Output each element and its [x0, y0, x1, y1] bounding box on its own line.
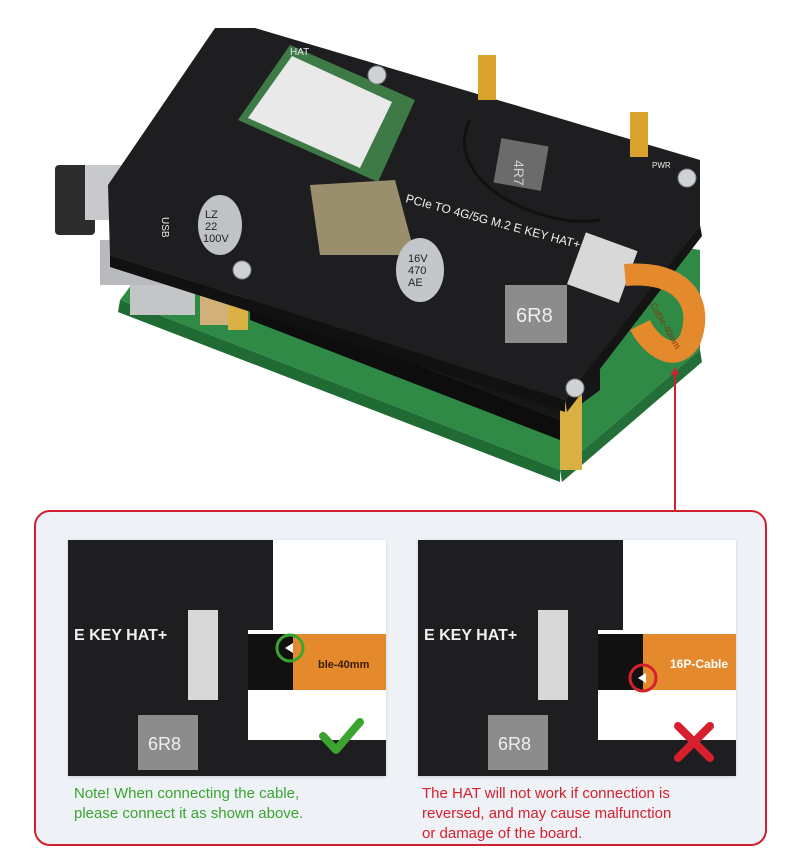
board-label: E KEY HAT+ [424, 627, 517, 644]
silk-pwr: PWR [652, 161, 671, 170]
note-line: reversed, and may cause malfunction [422, 805, 672, 822]
cap-label: LZ [205, 209, 218, 221]
board-label: E KEY HAT+ [74, 627, 167, 644]
cable-stiffener [248, 634, 293, 690]
cross-icon [674, 722, 714, 762]
warning-callout: E KEY HAT+ 6R8 ble-40mm E KEY HAT+ 6R8 1… [34, 510, 767, 846]
inductor-label: 6R8 [516, 305, 553, 327]
inductor-label: 6R8 [148, 734, 181, 754]
note-line: please connect it as shown above. [74, 805, 304, 822]
orientation-marker [628, 663, 658, 693]
correct-connection-panel: E KEY HAT+ 6R8 ble-40mm [68, 540, 386, 776]
silk-hat: HAT [290, 47, 309, 58]
cable-stiffener [598, 634, 643, 690]
cap-label: 16V [408, 253, 428, 265]
cap-label: 470 [408, 265, 426, 277]
cap-label: 22 [205, 221, 217, 233]
note-reversed: The HAT will not work if connection is r… [422, 784, 742, 844]
note-correct: Note! When connecting the cable, please … [74, 784, 303, 824]
note-line: or damage of the board. [422, 825, 583, 842]
check-icon [319, 718, 364, 754]
reversed-connection-panel: E KEY HAT+ 6R8 16P-Cable [418, 540, 736, 776]
ribbon-cable [624, 263, 706, 363]
ribbon-cable [293, 634, 386, 690]
inductor-label: 6R8 [498, 734, 531, 754]
callout-connector [671, 367, 679, 517]
cable-text: 16P-Cable [670, 657, 728, 671]
screw [232, 260, 252, 280]
note-line: The HAT will not work if connection is [422, 785, 670, 802]
shield-can [310, 180, 415, 255]
antenna-connector [630, 112, 648, 157]
orientation-marker [275, 633, 305, 663]
screw [677, 168, 697, 188]
note-line: Note! When connecting the cable, [74, 785, 300, 802]
screw [367, 65, 387, 85]
product-photo: 4R7 LZ 22 100V 16V 470 AE 6R8 HAT USB PW… [55, 28, 706, 482]
fpc-connector [567, 232, 638, 303]
cap-label: AE [408, 277, 423, 289]
standoff [560, 395, 582, 470]
silk-usb: USB [159, 217, 170, 238]
cap-label: 100V [203, 233, 229, 245]
antenna-connector [478, 55, 496, 100]
cable-text: ble-40mm [318, 659, 370, 671]
screw [565, 378, 585, 398]
inductor-label: 4R7 [511, 160, 527, 186]
ribbon-cable [643, 634, 736, 690]
